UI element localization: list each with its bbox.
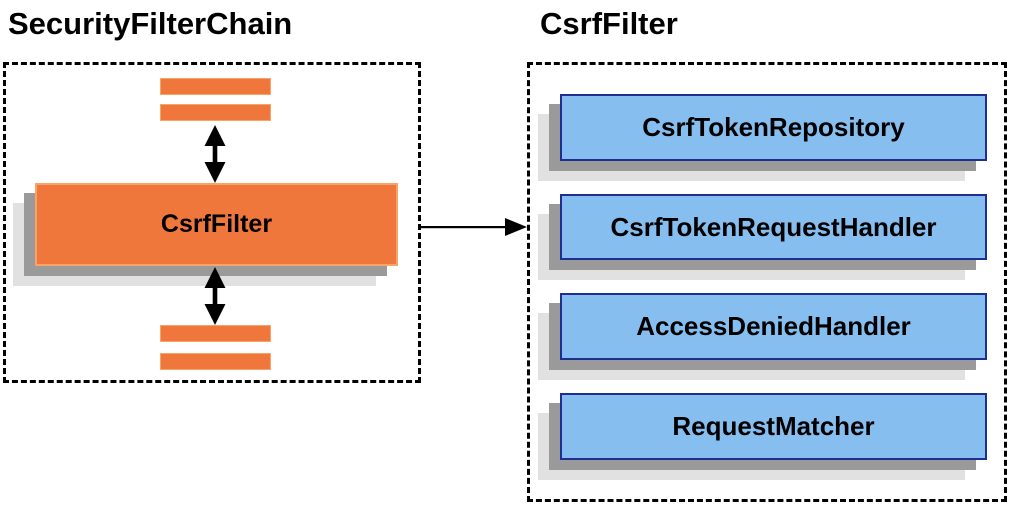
flow-arrow-icon [421, 218, 527, 236]
filter-placeholder-bar-bottom-1 [160, 325, 271, 342]
left-panel-title: SecurityFilterChain [8, 6, 293, 41]
component-label: AccessDeniedHandler [560, 293, 987, 360]
filter-placeholder-bar-bottom-2 [160, 353, 271, 370]
component-csrf-token-request-handler: CsrfTokenRequestHandler [538, 194, 987, 280]
component-request-matcher: RequestMatcher [538, 393, 987, 480]
component-label: RequestMatcher [560, 393, 987, 460]
csrf-filter-node-label: CsrfFilter [35, 183, 398, 266]
component-csrf-token-repository: CsrfTokenRepository [538, 94, 987, 181]
component-access-denied-handler: AccessDeniedHandler [538, 293, 987, 380]
component-label: CsrfTokenRequestHandler [560, 194, 987, 260]
csrf-filter-frame [527, 62, 1007, 502]
filter-placeholder-bar-top-1 [160, 78, 271, 95]
component-label: CsrfTokenRepository [560, 94, 987, 161]
security-filter-chain-frame [3, 62, 421, 383]
csrf-filter-node: CsrfFilter [13, 183, 398, 286]
filter-placeholder-bar-top-2 [160, 104, 271, 121]
right-panel-title: CsrfFilter [540, 6, 678, 41]
